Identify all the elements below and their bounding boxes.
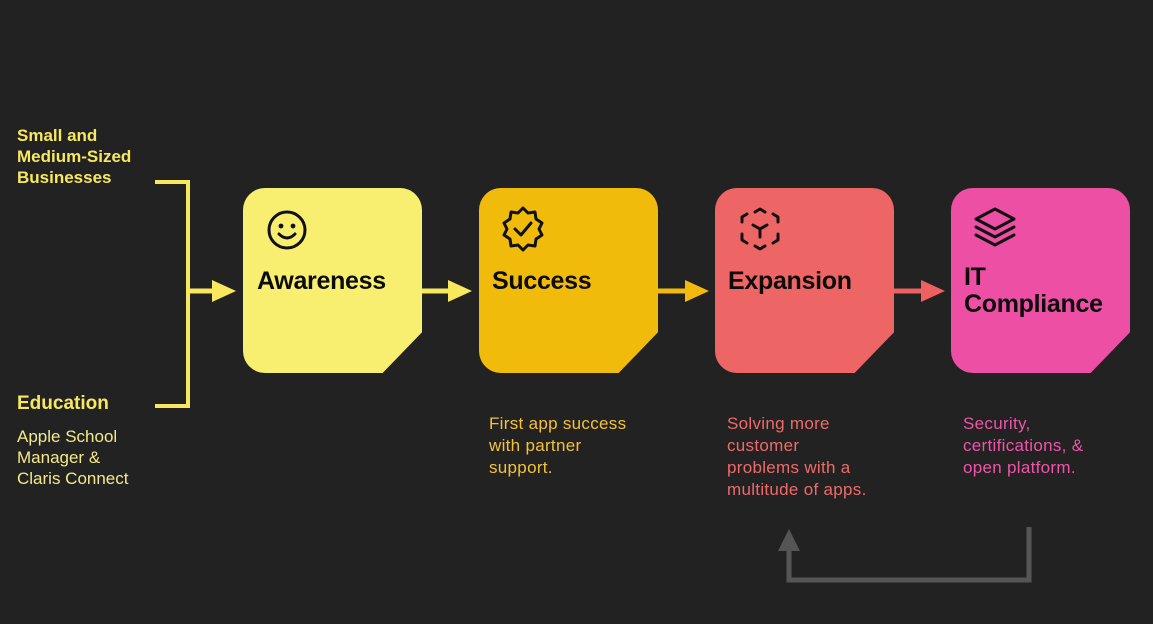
arrow-success-expansion-head: [685, 280, 709, 302]
arrow-awareness-success-head: [448, 280, 472, 302]
bracket-arrowhead: [212, 280, 236, 302]
stage-description-expansion: Solving more customer problems with a mu…: [727, 414, 867, 499]
stack-layers-icon: [974, 207, 1016, 247]
segment-education-detail: Apple School Manager & Claris Connect: [17, 427, 129, 488]
verified-badge-icon: [502, 206, 544, 252]
stage-card-it-compliance: IT Compliance: [951, 188, 1130, 373]
segment-education-label: Education: [17, 393, 109, 414]
stage-title-expansion: Expansion: [728, 267, 852, 295]
stage-card-expansion: Expansion: [715, 188, 894, 373]
smiley-face-icon: [267, 210, 307, 250]
loop-back-arrowhead: [778, 529, 800, 551]
stage-title-awareness: Awareness: [257, 267, 386, 295]
expand-cube-icon: [740, 207, 780, 251]
stage-description-it-compliance: Security, certifications, & open platfor…: [963, 414, 1084, 477]
stage-title-success: Success: [492, 267, 592, 295]
segment-smb-label: Small and Medium-Sized Businesses: [17, 126, 132, 187]
stage-card-awareness: Awareness: [243, 188, 422, 373]
segment-bracket: [155, 180, 190, 408]
stage-card-success: Success: [479, 188, 658, 373]
arrow-expansion-compliance-head: [921, 280, 945, 302]
stage-description-success: First app success with partner support.: [489, 414, 627, 477]
stage-title-it-compliance: IT Compliance: [964, 263, 1103, 318]
loop-back-arrow: [786, 527, 1032, 583]
